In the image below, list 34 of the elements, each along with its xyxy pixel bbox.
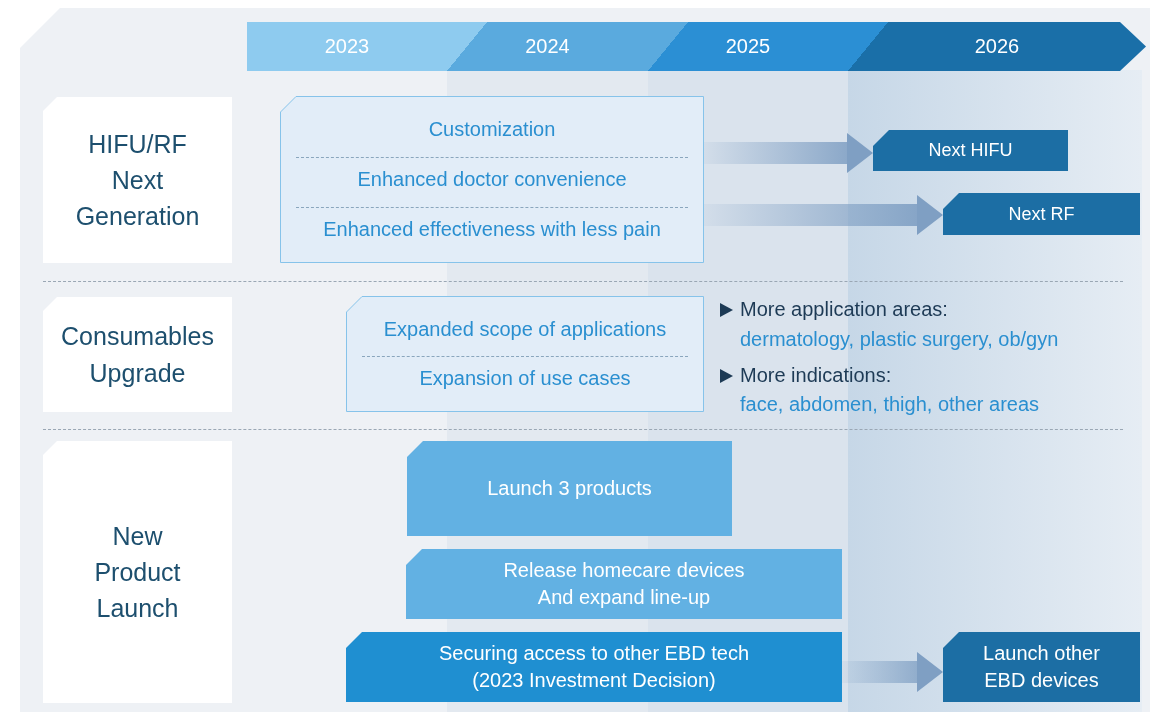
node-text: 2023	[324, 35, 370, 58]
node-text: Release homecare devices And expand line-up	[502, 558, 746, 610]
feature-text: Enhanced effectiveness with less pain	[296, 207, 688, 251]
node-text: Consumables Upgrade	[60, 321, 215, 389]
node-text: 2025	[725, 35, 771, 58]
bullet-heading: More application areas:	[740, 298, 948, 321]
feature-box	[346, 296, 704, 412]
node-text: Launch other EBD devices	[982, 641, 1101, 693]
node-text: 2026	[974, 35, 1020, 58]
block-arrow	[842, 652, 943, 692]
bullet-heading: More indications:	[740, 364, 892, 387]
year-band	[247, 22, 447, 71]
roadmap-box	[406, 549, 842, 619]
block-arrow	[704, 195, 943, 235]
roadmap-box	[346, 632, 842, 702]
node-text: Next HIFU	[928, 139, 1013, 163]
roadmap-box	[407, 441, 732, 536]
block-arrow	[704, 133, 873, 173]
roadmap-box	[943, 632, 1140, 702]
feature-text: Expansion of use cases	[362, 356, 688, 401]
node-text: Launch 3 products	[487, 476, 652, 501]
node-text: Next RF	[1008, 202, 1075, 226]
feature-box	[280, 96, 704, 263]
node-text: 2024	[525, 35, 570, 58]
roadmap-box	[873, 130, 1068, 171]
node-text: New Product Launch	[93, 520, 182, 625]
bullet-detail: face, abdomen, thigh, other areas	[740, 393, 1040, 416]
feature-text: Expanded scope of applications	[382, 316, 668, 342]
node-text: HIFU/RF Next Generation	[74, 128, 201, 233]
node-text: Securing access to other EBD tech (2023 Investment Decision)	[437, 641, 751, 693]
bullet-detail: dermatology, plastic surgery, ob/gyn	[740, 328, 1059, 351]
roadmap-box	[943, 193, 1140, 235]
feature-text: Customization	[427, 117, 557, 142]
feature-text: Enhanced doctor convenience	[296, 157, 688, 201]
